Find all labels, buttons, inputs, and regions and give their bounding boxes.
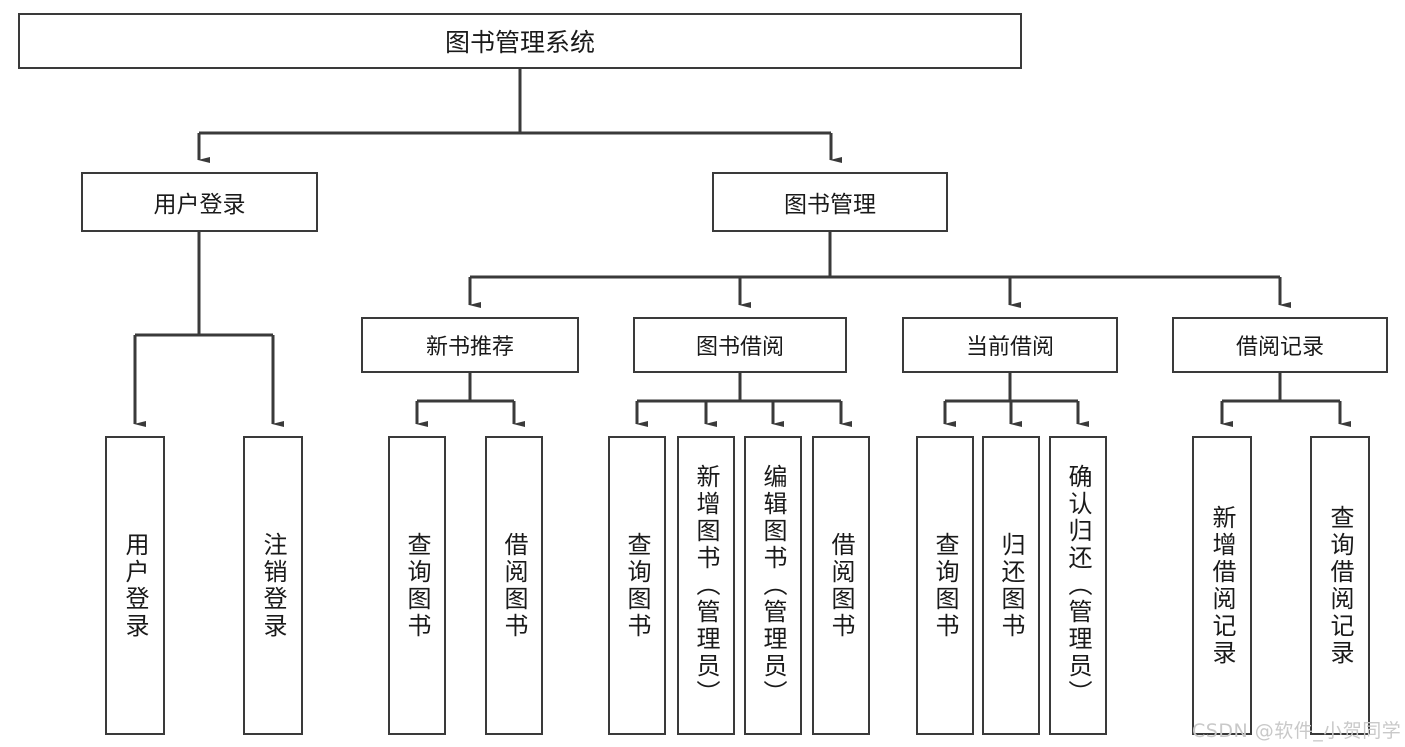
node-new-book-recommend-label: 新书推荐 (425, 335, 514, 360)
node-leaf-query-book-1[interactable]: 查询图书 (388, 436, 446, 735)
node-leaf-user-login[interactable]: 用户登录 (105, 436, 165, 735)
node-leaf-label: 用户登录 (121, 531, 149, 640)
node-leaf-user-logout[interactable]: 注销登录 (243, 436, 303, 735)
node-leaf-label: 注销登录 (259, 531, 287, 640)
node-leaf-label: 借阅图书 (827, 531, 855, 640)
node-leaf-return-book[interactable]: 归还图书 (982, 436, 1040, 735)
node-leaf-label: 查询图书 (931, 531, 959, 640)
node-leaf-label: 查询图书 (403, 531, 431, 640)
node-leaf-borrow-book-2[interactable]: 借阅图书 (812, 436, 870, 735)
node-current-borrow-label: 当前借阅 (965, 335, 1054, 360)
node-leaf-label: 编辑图书（管理员） (759, 464, 787, 707)
node-book-manage-label: 图书管理 (784, 192, 876, 218)
node-leaf-query-record[interactable]: 查询借阅记录 (1310, 436, 1370, 735)
node-root-label: 图书管理系统 (444, 28, 595, 57)
node-root-system[interactable]: 图书管理系统 (18, 13, 1022, 69)
node-leaf-edit-book[interactable]: 编辑图书（管理员） (744, 436, 802, 735)
node-book-manage[interactable]: 图书管理 (712, 172, 948, 232)
node-leaf-label: 新增借阅记录 (1208, 504, 1236, 667)
node-leaf-label: 新增图书（管理员） (692, 464, 720, 707)
node-current-borrow[interactable]: 当前借阅 (902, 317, 1118, 373)
node-leaf-label: 查询借阅记录 (1326, 504, 1354, 667)
node-borrow-record-label: 借阅记录 (1235, 335, 1324, 360)
node-leaf-query-book-2[interactable]: 查询图书 (608, 436, 666, 735)
node-user-login-label: 用户登录 (153, 192, 246, 218)
node-new-book-recommend[interactable]: 新书推荐 (361, 317, 579, 373)
node-leaf-add-book[interactable]: 新增图书（管理员） (677, 436, 735, 735)
node-leaf-label: 确认归还（管理员） (1064, 464, 1092, 707)
node-book-borrow-label: 图书借阅 (695, 335, 784, 360)
node-leaf-label: 归还图书 (997, 531, 1025, 640)
node-user-login[interactable]: 用户登录 (81, 172, 318, 232)
node-leaf-borrow-book-1[interactable]: 借阅图书 (485, 436, 543, 735)
node-book-borrow[interactable]: 图书借阅 (633, 317, 847, 373)
watermark: CSDN @软件_小贺同学 (1192, 720, 1402, 742)
node-leaf-label: 查询图书 (623, 531, 651, 640)
node-leaf-query-book-3[interactable]: 查询图书 (916, 436, 974, 735)
node-leaf-label: 借阅图书 (500, 531, 528, 640)
node-borrow-record[interactable]: 借阅记录 (1172, 317, 1388, 373)
node-leaf-confirm-return[interactable]: 确认归还（管理员） (1049, 436, 1107, 735)
node-leaf-add-record[interactable]: 新增借阅记录 (1192, 436, 1252, 735)
